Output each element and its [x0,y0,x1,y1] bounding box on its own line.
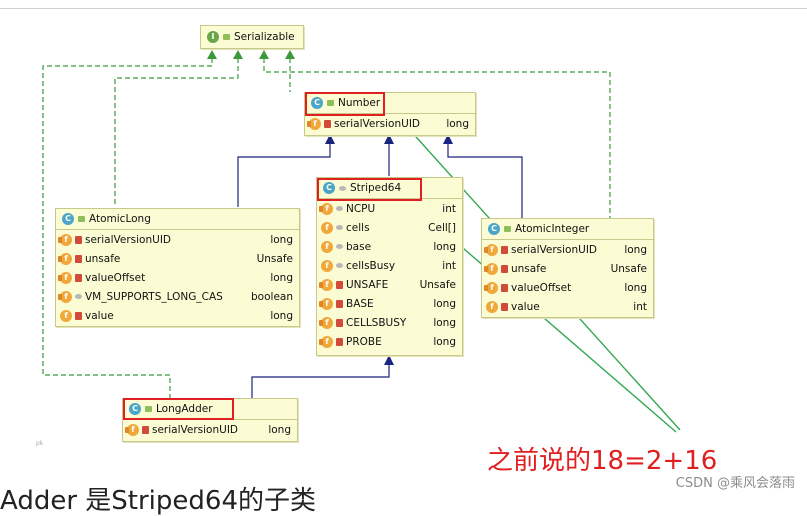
field-row: f unsafe Unsafe [56,249,299,268]
static-field-icon: f [58,252,72,265]
private-lock-icon [324,119,331,128]
private-lock-icon [501,264,508,273]
field-row: f value int [482,297,653,316]
striped64-class-box[interactable]: C Striped64 f NCPU int f cells Cell[] f … [316,177,463,356]
watermark: CSDN @乘风会落雨 [675,476,795,491]
static-field-icon: f [58,290,72,303]
class-title: Serializable [234,31,295,43]
highlight-striped64 [317,178,422,201]
annotation-note: 之前说的18=2+16 [487,446,718,476]
static-field-icon: f [319,335,333,348]
static-field-icon: f [307,117,321,130]
field-row: f unsafe Unsafe [482,259,653,278]
field-row: f cells Cell[] [317,218,462,237]
public-visibility-icon [504,226,511,232]
static-field-icon: f [319,202,333,215]
private-lock-icon [75,311,82,320]
interface-icon: I [207,31,219,43]
class-title: AtomicLong [89,213,151,225]
class-title: LongAdder [156,403,213,415]
static-field-icon: f [319,278,333,291]
field-row: f serialVersionUID long [305,114,475,133]
private-lock-icon [501,302,508,311]
static-field-icon: f [484,262,498,275]
private-lock-icon [336,299,343,308]
field-row: f serialVersionUID long [482,240,653,259]
static-field-icon: f [125,423,139,436]
field-row: f VM_SUPPORTS_LONG_CAS boolean [56,287,299,306]
diagram-canvas [0,8,807,502]
field-row: f serialVersionUID long [123,420,297,439]
public-visibility-icon [145,406,152,412]
static-field-icon: f [58,233,72,246]
private-lock-icon [336,337,343,346]
private-lock-icon [501,245,508,254]
field-row: f value long [56,306,299,325]
highlight-number [305,92,385,116]
field-row: f UNSAFE Unsafe [317,275,462,294]
article-text-cut: Adder 是Striped64的子类 [0,486,316,516]
private-lock-icon [75,273,82,282]
field-row: f cellsBusy int [317,256,462,275]
field-row: f valueOffset long [482,278,653,297]
atomiclong-class-box[interactable]: C AtomicLong f serialVersionUID long f u… [55,208,300,327]
field-row: f base long [317,237,462,256]
class-icon: C [323,182,335,194]
public-visibility-icon [78,216,85,222]
atomicinteger-class-box[interactable]: C AtomicInteger f serialVersionUID long … [481,218,654,318]
highlight-longadder [123,398,234,420]
field-row: f NCPU int [317,199,462,218]
package-visibility-icon [336,225,343,230]
static-field-icon: f [319,316,333,329]
private-lock-icon [75,254,82,263]
private-lock-icon [142,425,149,434]
private-lock-icon [75,235,82,244]
public-visibility-icon [223,34,230,40]
package-visibility-icon [336,244,343,249]
field-row: f BASE long [317,294,462,313]
package-visibility-icon [339,185,346,191]
field-icon: f [321,221,333,234]
package-visibility-icon [75,294,82,299]
public-visibility-icon [327,100,334,106]
field-icon: f [321,240,333,253]
private-lock-icon [501,283,508,292]
class-icon: C [129,403,141,415]
class-title: AtomicInteger [515,223,590,235]
field-row: f valueOffset long [56,268,299,287]
package-visibility-icon [336,263,343,268]
class-icon: C [488,223,500,235]
diagram-tag: pk [36,440,44,447]
class-title: Striped64 [350,182,402,194]
private-lock-icon [336,280,343,289]
field-row: f CELLSBUSY long [317,313,462,332]
class-icon: C [311,97,323,109]
field-row: f serialVersionUID long [56,230,299,249]
field-icon: f [486,300,498,313]
static-field-icon: f [484,281,498,294]
static-field-icon: f [319,297,333,310]
field-icon: f [321,259,333,272]
static-field-icon: f [58,271,72,284]
field-icon: f [60,309,72,322]
number-class-box[interactable]: C Number f serialVersionUID long [304,92,476,136]
field-row: f PROBE long [317,332,462,351]
serializable-interface-box[interactable]: I Serializable [200,25,304,49]
static-field-icon: f [484,243,498,256]
private-lock-icon [336,318,343,327]
class-icon: C [62,213,74,225]
package-visibility-icon [336,206,343,211]
class-title: Number [338,97,381,109]
longadder-class-box[interactable]: C LongAdder f serialVersionUID long [122,398,298,442]
